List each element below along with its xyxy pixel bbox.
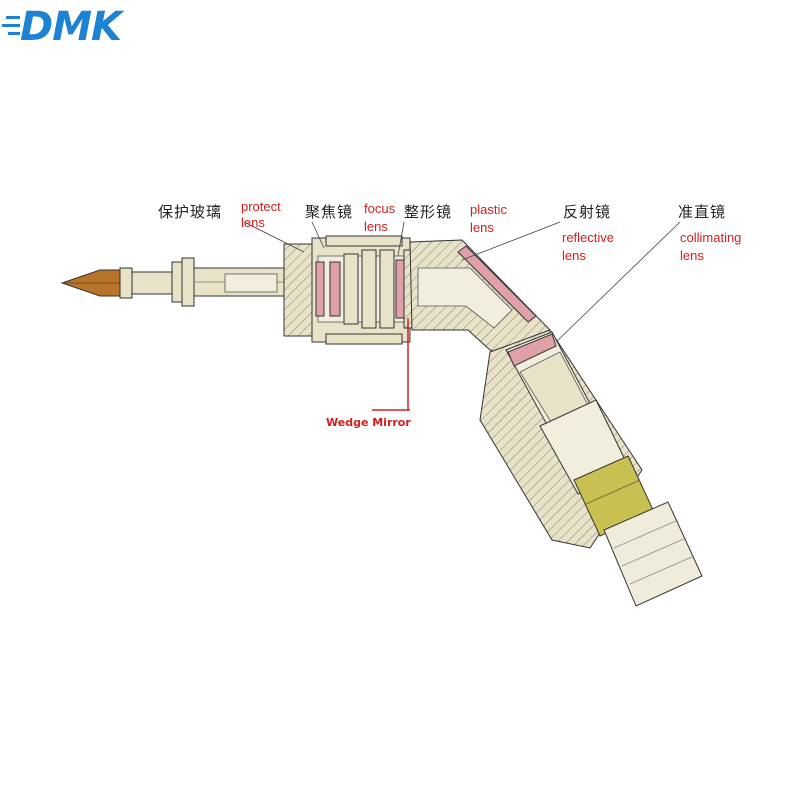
focus-lens-en-1: focus (364, 201, 396, 216)
protect-lens-zh: 保护玻璃 (158, 203, 223, 221)
front-housing (283, 235, 413, 345)
elbow-body (409, 239, 551, 361)
focus-lens-en-2: lens (364, 219, 388, 234)
protect-lens-en-2: lens (241, 215, 265, 230)
collimating-lens-zh: 准直镜 (678, 203, 727, 221)
reflective-lens-en-1: reflective (562, 230, 615, 245)
plastic-lens-zh: 整形镜 (404, 203, 453, 221)
plastic-lens-en-2: lens (470, 220, 494, 235)
collimating-lens-en-2: lens (680, 248, 704, 263)
fiber-connector (573, 455, 655, 537)
protect-lens-en-1: protect (241, 199, 281, 214)
wedge-mirror-label: Wedge Mirror (326, 416, 411, 429)
wedge-mirror-callout (372, 318, 410, 411)
nozzle-tip (60, 267, 133, 299)
collimating-lens-en-1: collimating (680, 230, 742, 245)
focus-lens-zh: 聚焦镜 (305, 203, 354, 221)
nozzle-tube (131, 257, 285, 307)
dmk-logo: DMK (0, 0, 170, 60)
reflective-lens-en-2: lens (562, 248, 586, 263)
leader-lines (243, 221, 681, 343)
plastic-lens-en-1: plastic (470, 202, 507, 217)
logo-speed-lines-icon (2, 16, 20, 35)
logo-text: DMK (20, 4, 122, 50)
reflective-lens-zh: 反射镜 (563, 203, 612, 221)
rear-connector (603, 501, 703, 607)
